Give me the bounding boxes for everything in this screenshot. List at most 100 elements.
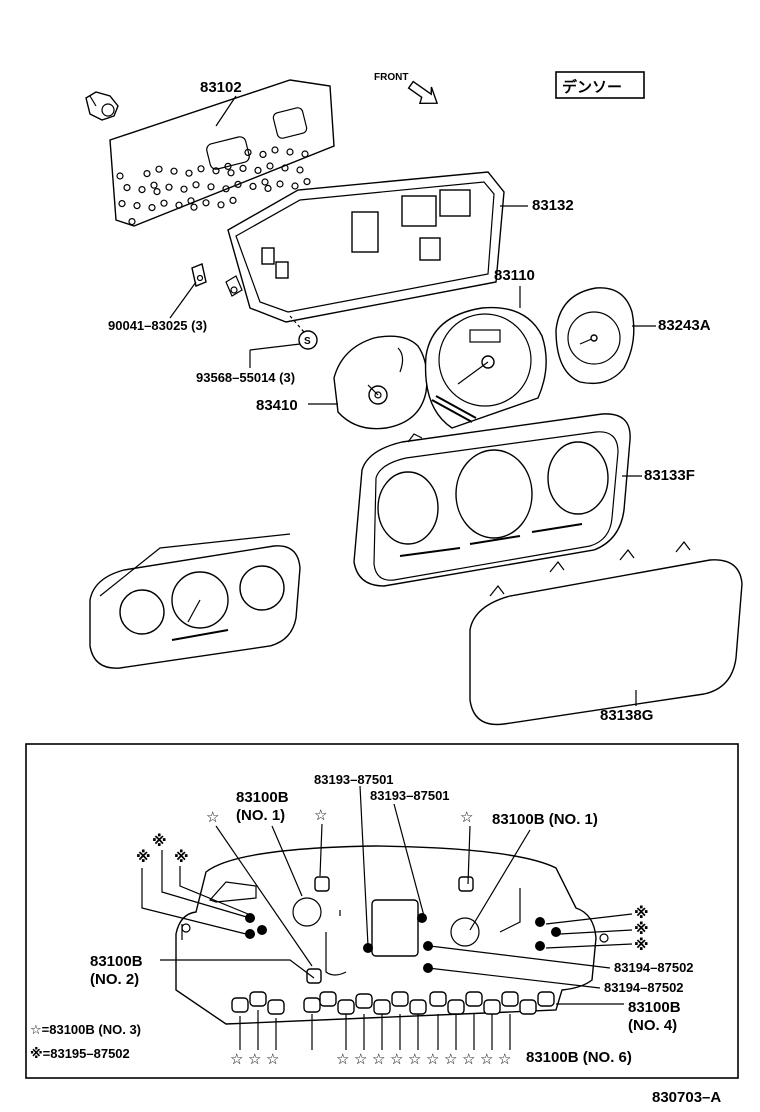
star-symbol: ☆ [426,1051,439,1068]
bulb-socket [249,991,267,1007]
pcb-hole [153,188,161,196]
pcb-hole [175,201,183,209]
pcb-hole [212,167,220,175]
pcb-hole [165,183,173,191]
bulb-socket [337,999,355,1015]
label-83100B-no2-b: (NO. 2) [90,971,139,988]
star-symbol: ☆ [354,1051,367,1068]
part-93568-label: 93568–55014 (3) [196,370,295,385]
pcb-hole [301,150,309,158]
pcb-hole [259,150,267,158]
bulb-hole [417,913,427,923]
label-83100B-no6: 83100B (NO. 6) [526,1049,632,1066]
bulb-socket-drawing [85,91,119,121]
bulb-socket [409,999,427,1015]
pcb-hole [224,162,232,170]
pcb-hole [190,203,198,211]
assembled-cluster-drawing [89,533,301,669]
pcb-rear-view-drawing [175,845,609,1025]
pcb-hole [138,186,146,194]
pcb-hole [143,170,151,178]
bulb-socket [267,999,285,1015]
pcb-hole [150,181,158,189]
bulb-hole [363,943,373,953]
label-83194-a: 83194–87502 [614,960,694,975]
pcb-hole [155,165,163,173]
label-83100B-no1-left-a: 83100B [236,789,289,806]
pcb-hole [249,182,257,190]
pcb-hole [222,185,230,193]
pcb-hole [303,178,311,186]
printed-circuit-83102-drawing [109,79,335,227]
pcb-hole [217,201,225,209]
label-83100B-no2-a: 83100B [90,953,143,970]
star-symbol: ☆ [206,809,219,826]
star-symbol: ☆ [460,809,473,826]
kome-symbol: ※ [174,848,189,866]
label-83100B-no4-b: (NO. 4) [628,1017,677,1034]
part-83138G-label: 83138G [600,707,653,724]
part-83243A-label: 83243A [658,317,711,334]
brand-label: デンソー [562,78,622,96]
pcb-hole [133,202,141,210]
star-symbol: ☆ [390,1051,403,1068]
pcb-hole [192,181,200,189]
pcb-hole [261,178,269,186]
pcb-hole [227,169,235,177]
star-symbol: ☆ [444,1051,457,1068]
pcb-hole [207,183,215,191]
part-83110-label: 83110 [494,267,535,284]
label-83193-a: 83193–87501 [314,772,394,787]
bulb-hole [245,929,255,939]
label-83100B-no1-left-b: (NO. 1) [236,807,285,824]
pcb-hole [286,148,294,156]
kome-symbol: ※ [152,832,167,850]
pcb-hole [271,146,279,154]
label-83100B-no4-a: 83100B [628,999,681,1016]
kome-symbol: ※ [634,920,649,938]
part-83102-label: 83102 [200,79,242,96]
part-83132-label: 83132 [532,197,574,214]
diagram-code: 830703–A [652,1089,721,1106]
bulb-socket [465,991,483,1007]
gauge-83410-drawing [333,335,428,430]
bulb-socket [519,999,537,1015]
star-symbol: ☆ [408,1051,421,1068]
pcb-hole [234,180,242,188]
bulb-socket [314,876,330,892]
bulb-socket [537,991,555,1007]
label-83100B-no1-right: 83100B (NO. 1) [492,811,598,828]
pcb-hole [239,164,247,172]
s-symbol-label: S [304,336,311,347]
pcb-hole [187,197,195,205]
kome-symbol: ※ [634,904,649,922]
star-symbol: ☆ [336,1051,349,1068]
bulb-socket [373,999,391,1015]
part-90041-label: 90041–83025 (3) [108,318,207,333]
bulb-hole [423,941,433,951]
clip-90041-drawing [191,263,207,287]
bulb-socket [355,993,373,1009]
pcb-hole [160,199,168,207]
bulb-socket [501,991,519,1007]
pcb-hole [266,162,274,170]
bulb-hole [551,927,561,937]
s-symbol [298,330,318,350]
pcb-hole [244,148,252,156]
star-symbol: ☆ [230,1051,243,1068]
bulb-socket [319,991,337,1007]
bulb-socket [303,997,321,1013]
legend-star: ☆=83100B (NO. 3) [30,1022,141,1037]
gauge-83243A-drawing [555,287,635,385]
star-symbol: ☆ [314,807,327,824]
glass-83138G-drawing [469,541,743,726]
pcb-hole [276,180,284,188]
pcb-hole [229,196,237,204]
pcb-hole [185,169,193,177]
pcb-hole [180,185,188,193]
brand-box [555,71,645,99]
pcb-hole [296,166,304,174]
pcb-hole [148,204,156,212]
star-symbol: ☆ [498,1051,511,1068]
